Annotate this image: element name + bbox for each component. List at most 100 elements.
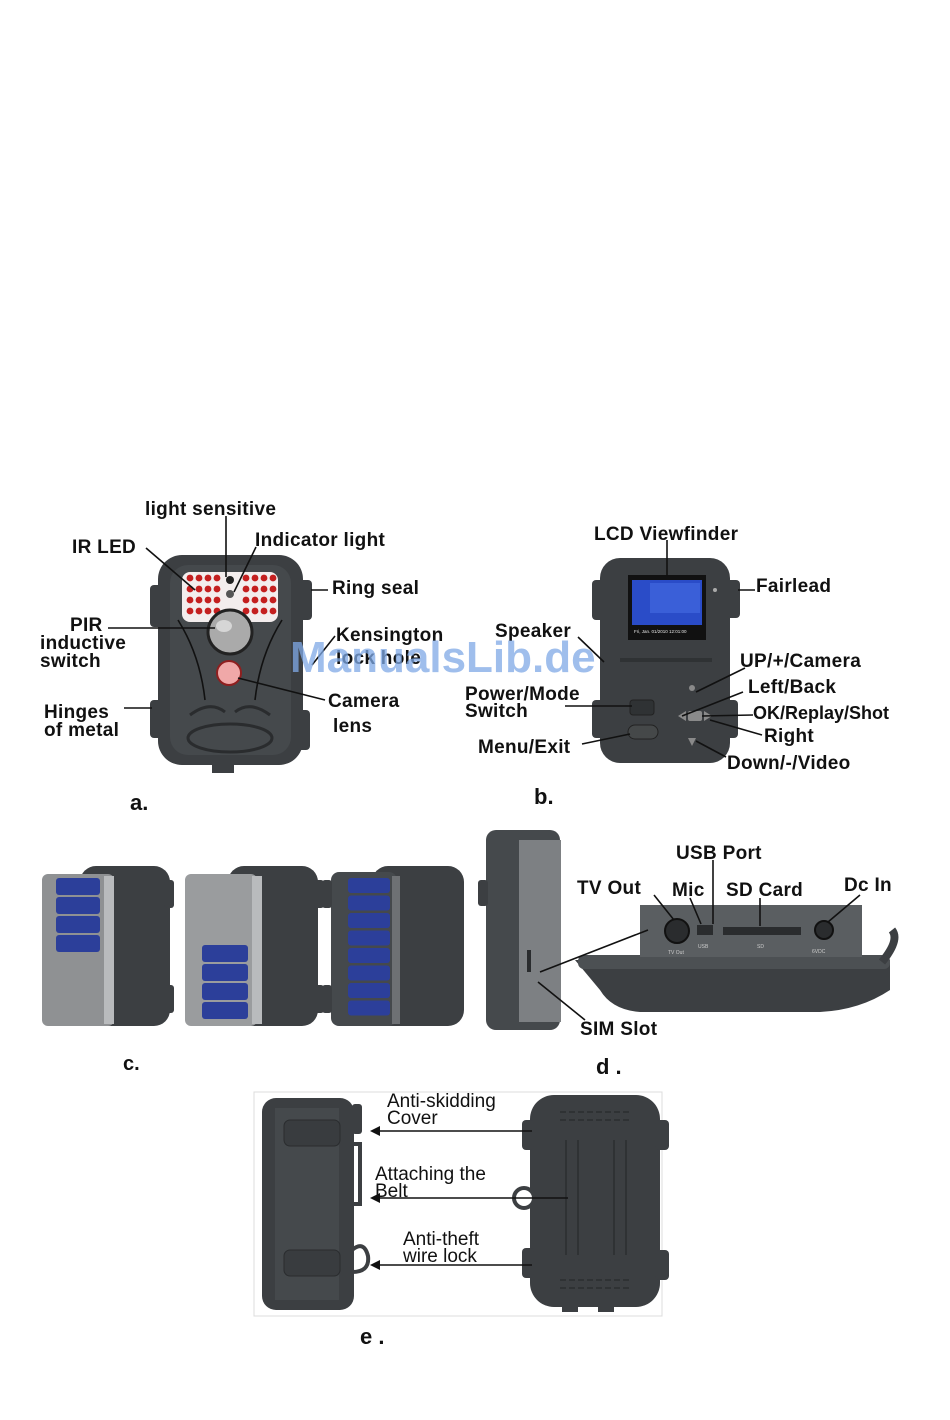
ok-button [688,711,702,721]
usb-port [697,925,713,935]
unit-3-battery [348,1000,390,1016]
unit-1-battery-3 [56,916,100,933]
label-speaker: Speaker [495,621,571,642]
down-button [688,738,696,746]
label-kensington-1: Kensington [336,625,444,646]
unit-1-battery-4 [56,935,100,952]
panel-letter-e: e . [360,1324,384,1349]
unit-1-battery-2 [56,897,100,914]
light-sensitive-sensor [226,576,234,584]
arrow-belt [370,1193,380,1203]
ir-led-dot [269,585,277,593]
port-mark-dc: 6VDC [812,949,826,955]
unit-3-hinge-tab [322,880,332,908]
fairlead-hole [713,588,717,592]
label-ir-led: IR LED [72,537,136,558]
label-fairlead: Fairlead [756,576,831,597]
label-kensington-2: lock hole [336,648,421,669]
label-ring-seal: Ring seal [332,578,419,599]
face-contour [177,619,283,701]
unit-3-battery [348,965,390,981]
label-mic: Mic [672,880,705,901]
anti-theft-loop [350,1244,371,1274]
unit-2-battery-2 [202,964,248,981]
label-tv-out: TV Out [577,878,641,899]
back-rib-top [560,1111,630,1121]
label-pir-2: inductive [40,633,126,654]
sim-slot [527,950,531,972]
label-hinges-1: Hinges [44,702,109,723]
panel-c-battery-views: c. [42,866,464,1075]
back-tab-left-lower [522,1248,534,1278]
ir-led-dot [242,596,250,604]
label-indicator-light: Indicator light [255,530,385,551]
ir-led-dot [213,596,221,604]
label-lcd-viewfinder: LCD Viewfinder [594,524,739,545]
panel-e-frame [253,1091,663,1317]
ir-led-dot [269,574,277,582]
label-camera-1: Camera [328,691,400,712]
back-foot-2 [598,1304,614,1312]
back-body-e [530,1095,660,1307]
label-anti-skid-2: Cover [387,1108,438,1129]
back-tab-left-upper [522,1120,534,1150]
label-camera-2: lens [333,716,372,737]
ir-led-dot [213,585,221,593]
ir-led-dot [213,574,221,582]
label-pir-1: PIR [70,615,103,636]
unit-2-battery-3 [202,983,248,1000]
unit-3-battery [348,930,390,946]
unit-3-battery [348,948,390,963]
label-power-2: Switch [465,701,528,722]
back-rib-bottom [560,1279,630,1289]
unit-2-battery-1 [202,945,248,962]
sd-card-slot [723,927,801,935]
label-belt-2: Belt [375,1181,408,1202]
unit-2-hinge-tab [314,880,324,908]
label-anti-skid-1: Anti-skidding [387,1091,496,1112]
unit-3-battery [348,895,390,911]
ir-led-dot [186,607,194,615]
ir-led-dot [204,596,212,604]
ir-led-dot [242,574,250,582]
unit-1-hinge-tab [164,880,174,908]
unit-3-hinge-tab-lower [322,985,332,1013]
label-belt-1: Attaching the [375,1164,486,1185]
ir-led-array [186,574,277,615]
panel-letter-c: c. [123,1053,140,1075]
battery-unit-2 [185,866,324,1026]
unit-3-frame [392,876,400,1024]
label-power-1: Power/Mode [465,684,580,705]
label-sd-card: SD Card [726,880,803,901]
back-tab-right-upper [655,1120,669,1150]
label-theft-2: wire lock [402,1246,477,1267]
ir-led-dot [251,596,259,604]
back-foot-1 [562,1304,578,1312]
ir-led-dot [195,574,203,582]
lcd-screen-inner [650,583,700,613]
camera-lens [216,660,242,686]
label-left: Left/Back [748,677,836,698]
ir-led-dot [242,585,250,593]
watermark: ManualsLib.de [290,633,596,682]
arrow-anti-skid [370,1126,380,1136]
side-view-latch [478,880,488,906]
pir-sensor [206,608,254,656]
unit-3-battery [348,878,390,893]
ir-led-dot [251,574,259,582]
ir-led-dot [251,607,259,615]
panel-letter-d: d . [596,1054,622,1079]
label-pir-3: switch [40,651,101,672]
unit-3-batteries [348,878,390,1016]
up-button [689,685,695,691]
unit-2-battery-4 [202,1002,248,1019]
panel-letter-b: b. [534,784,554,809]
ir-led-dot [251,585,259,593]
lcd-status-text: Fri, Jan. 01/2010 12:01:00 [634,629,687,634]
port-mark-usb: USB [698,944,709,950]
label-sim-slot: SIM Slot [580,1019,658,1040]
back-tab-right-lower [655,1250,669,1280]
battery-unit-1 [42,866,174,1026]
ir-led-dot [260,574,268,582]
label-dc-in: Dc In [844,875,892,896]
